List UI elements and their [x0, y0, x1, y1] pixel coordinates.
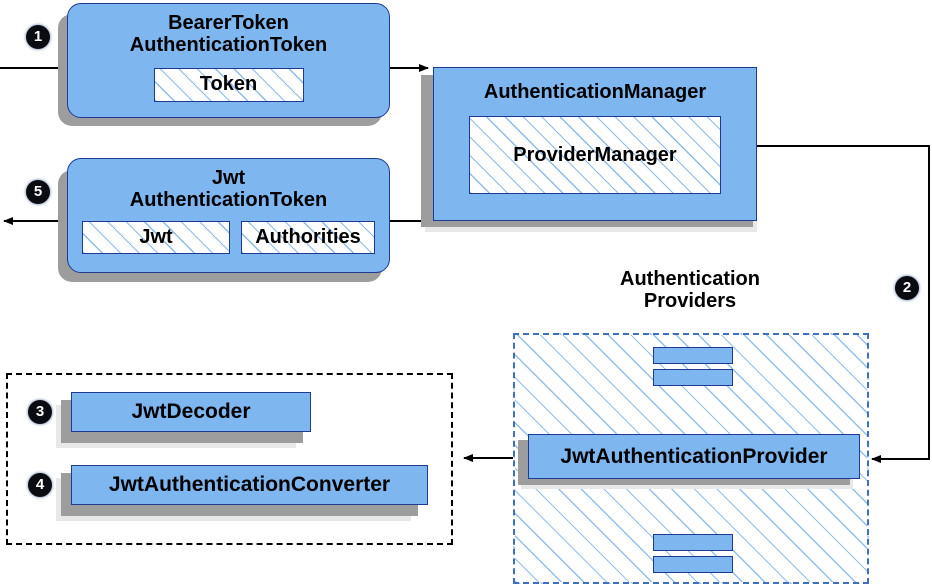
jwt-decoder-title: JwtDecoder	[131, 400, 251, 424]
provider-stack-top-bar-2	[653, 369, 733, 386]
jwt-authentication-provider-title: JwtAuthenticationProvider	[560, 444, 828, 468]
connector-manager-to-provider	[757, 145, 930, 463]
node-bearer-token-authentication-token[interactable]: BearerToken AuthenticationToken Token	[67, 3, 390, 118]
authentication-manager-title: AuthenticationManager	[483, 81, 707, 103]
node-jwt-authentication-converter[interactable]: JwtAuthenticationConverter	[71, 465, 428, 505]
inner-token-label: Token	[199, 73, 258, 96]
step-badge-5: 5	[26, 180, 50, 204]
provider-stack-bottom-bar-1	[653, 534, 733, 551]
inner-authorities-label: Authorities	[255, 225, 361, 248]
jwt-token-title: Jwt AuthenticationToken	[129, 167, 328, 212]
step-badge-2: 2	[895, 276, 919, 300]
authentication-providers-caption: Authentication Providers	[620, 268, 760, 312]
bearer-token-title: BearerToken AuthenticationToken	[129, 12, 328, 57]
jwt-token-inner-row: Jwt Authorities	[82, 220, 375, 254]
inner-provider-manager[interactable]: ProviderManager	[469, 116, 721, 195]
node-authentication-manager[interactable]: AuthenticationManager ProviderManager	[433, 67, 757, 221]
step-badge-1: 1	[26, 25, 50, 49]
inner-jwt-label: Jwt	[139, 225, 173, 248]
node-jwt-authentication-token[interactable]: Jwt AuthenticationToken Jwt Authorities	[67, 158, 390, 273]
step-badge-4: 4	[28, 473, 52, 497]
step-badge-3: 3	[28, 400, 52, 424]
provider-stack-top-bar-1	[653, 347, 733, 364]
jwt-authentication-converter-title: JwtAuthenticationConverter	[108, 473, 391, 497]
inner-jwt[interactable]: Jwt	[82, 220, 230, 254]
inner-authorities[interactable]: Authorities	[241, 220, 375, 254]
provider-stack-bottom-bar-2	[653, 556, 733, 573]
node-jwt-decoder[interactable]: JwtDecoder	[71, 392, 311, 432]
inner-token[interactable]: Token	[153, 67, 304, 102]
node-jwt-authentication-provider[interactable]: JwtAuthenticationProvider	[528, 434, 860, 479]
inner-provider-manager-label: ProviderManager	[513, 143, 677, 166]
